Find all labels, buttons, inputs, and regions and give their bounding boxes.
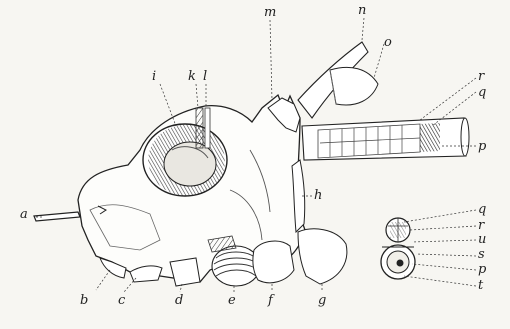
label-h: h: [314, 189, 322, 202]
rostral-spine: [34, 212, 80, 221]
struct-l: [205, 108, 210, 148]
label-e: e: [228, 294, 236, 307]
label-b: b: [80, 294, 88, 307]
label-i: i: [152, 70, 156, 83]
label-k: k: [188, 70, 196, 83]
fin-f: [253, 241, 294, 283]
label-n: n: [358, 4, 366, 17]
label-a: a: [20, 208, 28, 221]
label-r-inset: r: [478, 219, 484, 232]
bone-d: [170, 258, 200, 286]
label-p: p: [478, 140, 486, 153]
column-dark: [420, 123, 440, 152]
label-q-inset: q: [478, 203, 486, 216]
label-m: m: [264, 6, 276, 19]
fin-g: [298, 229, 347, 284]
label-c: c: [118, 294, 125, 307]
cross-section-inset: [381, 218, 415, 279]
label-o: o: [384, 36, 392, 49]
label-l: l: [203, 70, 207, 83]
label-d: d: [175, 294, 183, 307]
label-r: r: [478, 70, 484, 83]
column-tube: [302, 118, 466, 160]
plate-o: [330, 67, 378, 105]
label-p-inset: p: [478, 263, 486, 276]
label-q: q: [478, 86, 486, 99]
label-f: f: [268, 294, 273, 307]
label-t-inset: t: [478, 279, 483, 292]
label-g: g: [318, 294, 326, 307]
struct-k: [196, 108, 203, 148]
label-u-inset: u: [478, 233, 486, 246]
orbit-inner: [164, 142, 216, 186]
label-s-inset: s: [478, 248, 485, 261]
